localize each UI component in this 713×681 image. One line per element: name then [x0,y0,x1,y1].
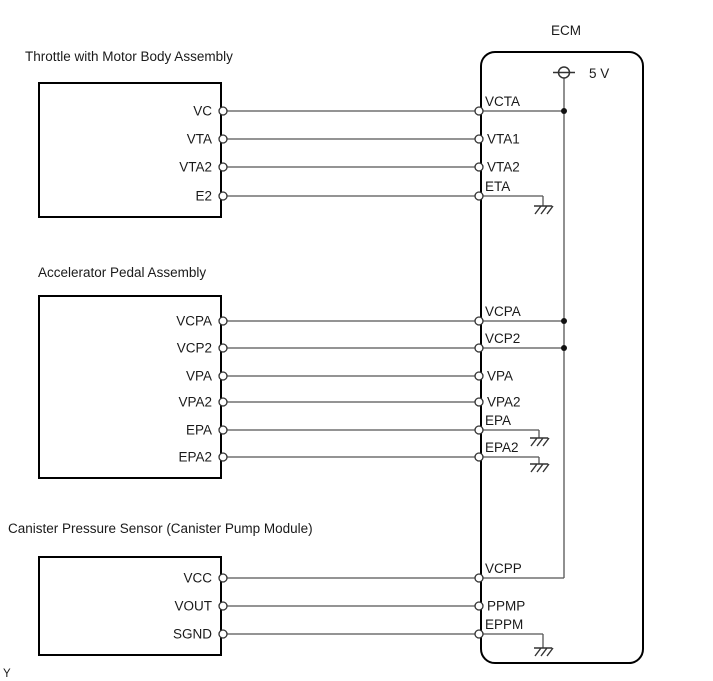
component-pin-label: VPA2 [178,395,212,410]
junction-dot [561,108,567,114]
component-pin-circle [218,371,228,381]
ecm-pin-label: EPPM [485,617,523,632]
ecm-pin-label: VPA2 [487,395,521,410]
ecm-pin-label: VCPA [485,304,521,319]
component-pin-circle [218,452,228,462]
ecm-pin-label: ETA [485,179,510,194]
ecm-pin-circle [474,452,484,462]
junction-dot [561,318,567,324]
ecm-pin-label: VCP2 [485,331,520,346]
ecm-pin-circle [474,191,484,201]
component-pin-circle [218,425,228,435]
component-pin-label: VTA2 [179,160,212,175]
component-pin-label: VTA [187,132,212,147]
component-pin-label: EPA [186,423,212,438]
ground-icon [534,647,554,657]
ecm-pin-label: EPA2 [485,440,519,455]
component-pin-circle [218,629,228,639]
component-pin-label: VCP2 [177,341,212,356]
throttle-body-box [38,82,222,218]
component-pin-label: VCC [183,571,212,586]
five-volt-label: 5 V [589,66,609,81]
ground-icon [530,463,550,473]
accelerator-pedal-box [38,295,222,479]
canister-sensor-box [38,556,222,656]
component-pin-label: VCPA [176,314,212,329]
supply-terminal-icon [557,66,571,79]
ecm-pin-circle [474,316,484,326]
ecm-pin-label: VCPP [485,561,522,576]
ecm-pin-circle [474,601,484,611]
ecm-pin-circle [474,106,484,116]
component-pin-circle [218,601,228,611]
ecm-title: ECM [551,23,581,38]
component-pin-circle [218,397,228,407]
footnote-label: Y [3,668,11,680]
component-pin-label: VC [193,104,212,119]
ecm-pin-circle [474,343,484,353]
ecm-pin-label: EPA [485,413,511,428]
ecm-box [480,51,644,664]
ecm-pin-circle [474,397,484,407]
ecm-pin-label: VTA1 [487,132,520,147]
component-pin-label: E2 [195,189,212,204]
ecm-pin-circle [474,573,484,583]
component-pin-circle [218,162,228,172]
canister-sensor-title: Canister Pressure Sensor (Canister Pump … [8,521,313,536]
ecm-pin-label: VCTA [485,94,520,109]
component-pin-label: VPA [186,369,212,384]
ecm-pin-label: VPA [487,369,513,384]
ecm-pin-circle [474,134,484,144]
component-pin-circle [218,191,228,201]
component-pin-label: VOUT [174,599,212,614]
component-pin-circle [218,106,228,116]
five-volt-supply: 5 V [553,66,609,578]
component-pin-label: SGND [173,627,212,642]
ground-icon [530,437,550,447]
ground-icon [534,205,554,215]
ecm-pin-label: VTA2 [487,160,520,175]
ecm-pin-circle [474,371,484,381]
component-pin-circle [218,343,228,353]
throttle-body-title: Throttle with Motor Body Assembly [25,49,233,64]
component-pin-label: EPA2 [178,450,212,465]
component-pin-circle [218,134,228,144]
junction-dot [561,345,567,351]
component-pin-circle [218,573,228,583]
ecm-pin-label: PPMP [487,599,525,614]
ecm-pin-circle [474,629,484,639]
component-pin-circle [218,316,228,326]
ecm-pin-circle [474,425,484,435]
accelerator-pedal-title: Accelerator Pedal Assembly [38,265,206,280]
ecm-pin-circle [474,162,484,172]
